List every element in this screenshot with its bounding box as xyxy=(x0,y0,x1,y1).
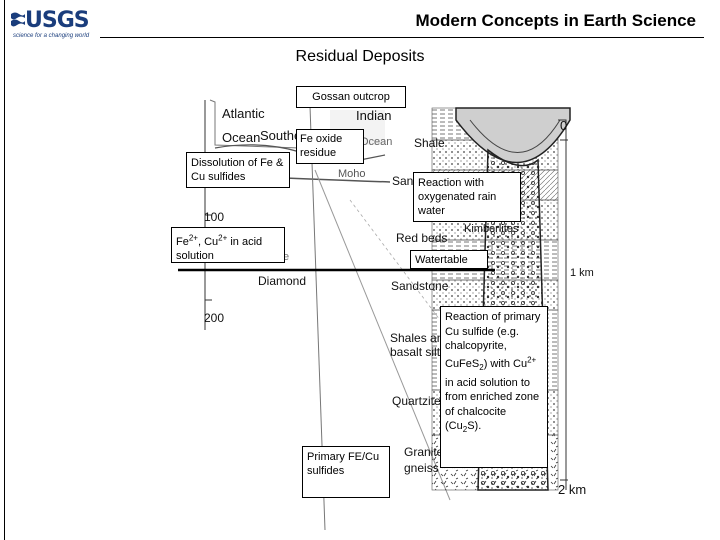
ions-rest: in acid solution xyxy=(176,235,263,262)
reaction-primary-callout: Reaction of primary Cu sulfide (e.g. cha… xyxy=(440,306,548,468)
rp-part-1: Reaction of primary Cu sulfide (e.g. cha… xyxy=(445,311,541,371)
label-quartzites: Quartzites xyxy=(392,394,447,408)
rp-subscript-1: 2 xyxy=(479,363,484,373)
rp-part-2: ) with Cu xyxy=(483,358,528,371)
ions-text: Fe2+, Cu2+ in acid solution xyxy=(176,233,263,262)
slide-title: Residual Deposits xyxy=(295,48,425,65)
ions-callout: Fe2+, Cu2+ in acid solution xyxy=(171,227,285,263)
gossan-outcrop-label: Gossan outcrop xyxy=(312,91,390,103)
label-1km: 1 km xyxy=(570,267,594,279)
rp-subscript-2: 2 xyxy=(462,425,468,435)
depth-axis xyxy=(204,100,212,330)
label-ocean: Ocean xyxy=(222,130,260,145)
reaction-rain-label: Reaction with oxygenated rain water xyxy=(418,177,497,217)
label-granite: Granite xyxy=(404,445,444,459)
ions-fe-charge: 2+ xyxy=(188,233,198,242)
label-shale: Shale xyxy=(414,136,445,150)
usgs-logo: USGS science for a changing world xyxy=(10,8,100,40)
rp-superscript: 2+ xyxy=(527,355,537,365)
ions-cu-charge: 2+ xyxy=(218,233,228,242)
label-depth-100: 100 xyxy=(204,210,224,224)
label-2km: 2 km xyxy=(558,482,586,497)
primary-sulfides-callout: Primary FE/Cu sulfides xyxy=(302,446,390,498)
label-red-beds: Red beds xyxy=(396,231,447,245)
label-sandstone: Sandstone xyxy=(391,279,449,293)
fe-oxide-label: Fe oxide residue xyxy=(300,133,343,159)
ions-fe: Fe xyxy=(176,235,189,248)
usgs-logo-text: USGS xyxy=(25,8,90,33)
label-gneiss: gneiss xyxy=(404,461,439,475)
reaction-primary-text: Reaction of primary Cu sulfide (e.g. cha… xyxy=(445,311,541,435)
label-depth-200: 200 xyxy=(204,311,224,325)
rp-part-3: in acid solution to from enriched zone o… xyxy=(445,376,540,433)
reaction-rain-callout: Reaction with oxygenated rain water xyxy=(413,172,521,222)
label-ocean-2: Ocean xyxy=(360,136,392,148)
label-diamond: Diamond xyxy=(258,274,306,288)
usgs-logo-tagline: science for a changing world xyxy=(13,33,90,39)
header-rule xyxy=(100,37,704,38)
left-border-line xyxy=(4,0,5,540)
dissolution-label: Dissolution of Fe & Cu sulfides xyxy=(191,157,284,183)
label-moho: Moho xyxy=(338,168,366,180)
ions-cu: , Cu xyxy=(197,235,219,248)
primary-sulfides-label: Primary FE/Cu sulfides xyxy=(307,451,380,477)
label-kimberlites: Kimberlites xyxy=(464,223,519,235)
label-basalt: basalt silts xyxy=(390,345,446,359)
label-atlantic: Atlantic xyxy=(222,106,265,121)
watertable-label: Watertable xyxy=(415,254,468,266)
label-indian: Indian xyxy=(356,108,391,123)
label-e: e xyxy=(283,251,289,263)
header-title: Modern Concepts in Earth Science xyxy=(415,11,696,30)
usgs-wave-icon xyxy=(11,12,25,27)
fe-oxide-callout: Fe oxide residue xyxy=(296,129,364,164)
watertable-callout: Watertable xyxy=(410,250,488,269)
label-zero: 0 xyxy=(560,118,567,133)
rp-part-4: S). xyxy=(467,420,482,433)
label-shales: Shales and xyxy=(390,331,450,345)
gossan-outcrop-callout: Gossan outcrop xyxy=(296,86,406,108)
dissolution-callout: Dissolution of Fe & Cu sulfides xyxy=(186,152,290,188)
